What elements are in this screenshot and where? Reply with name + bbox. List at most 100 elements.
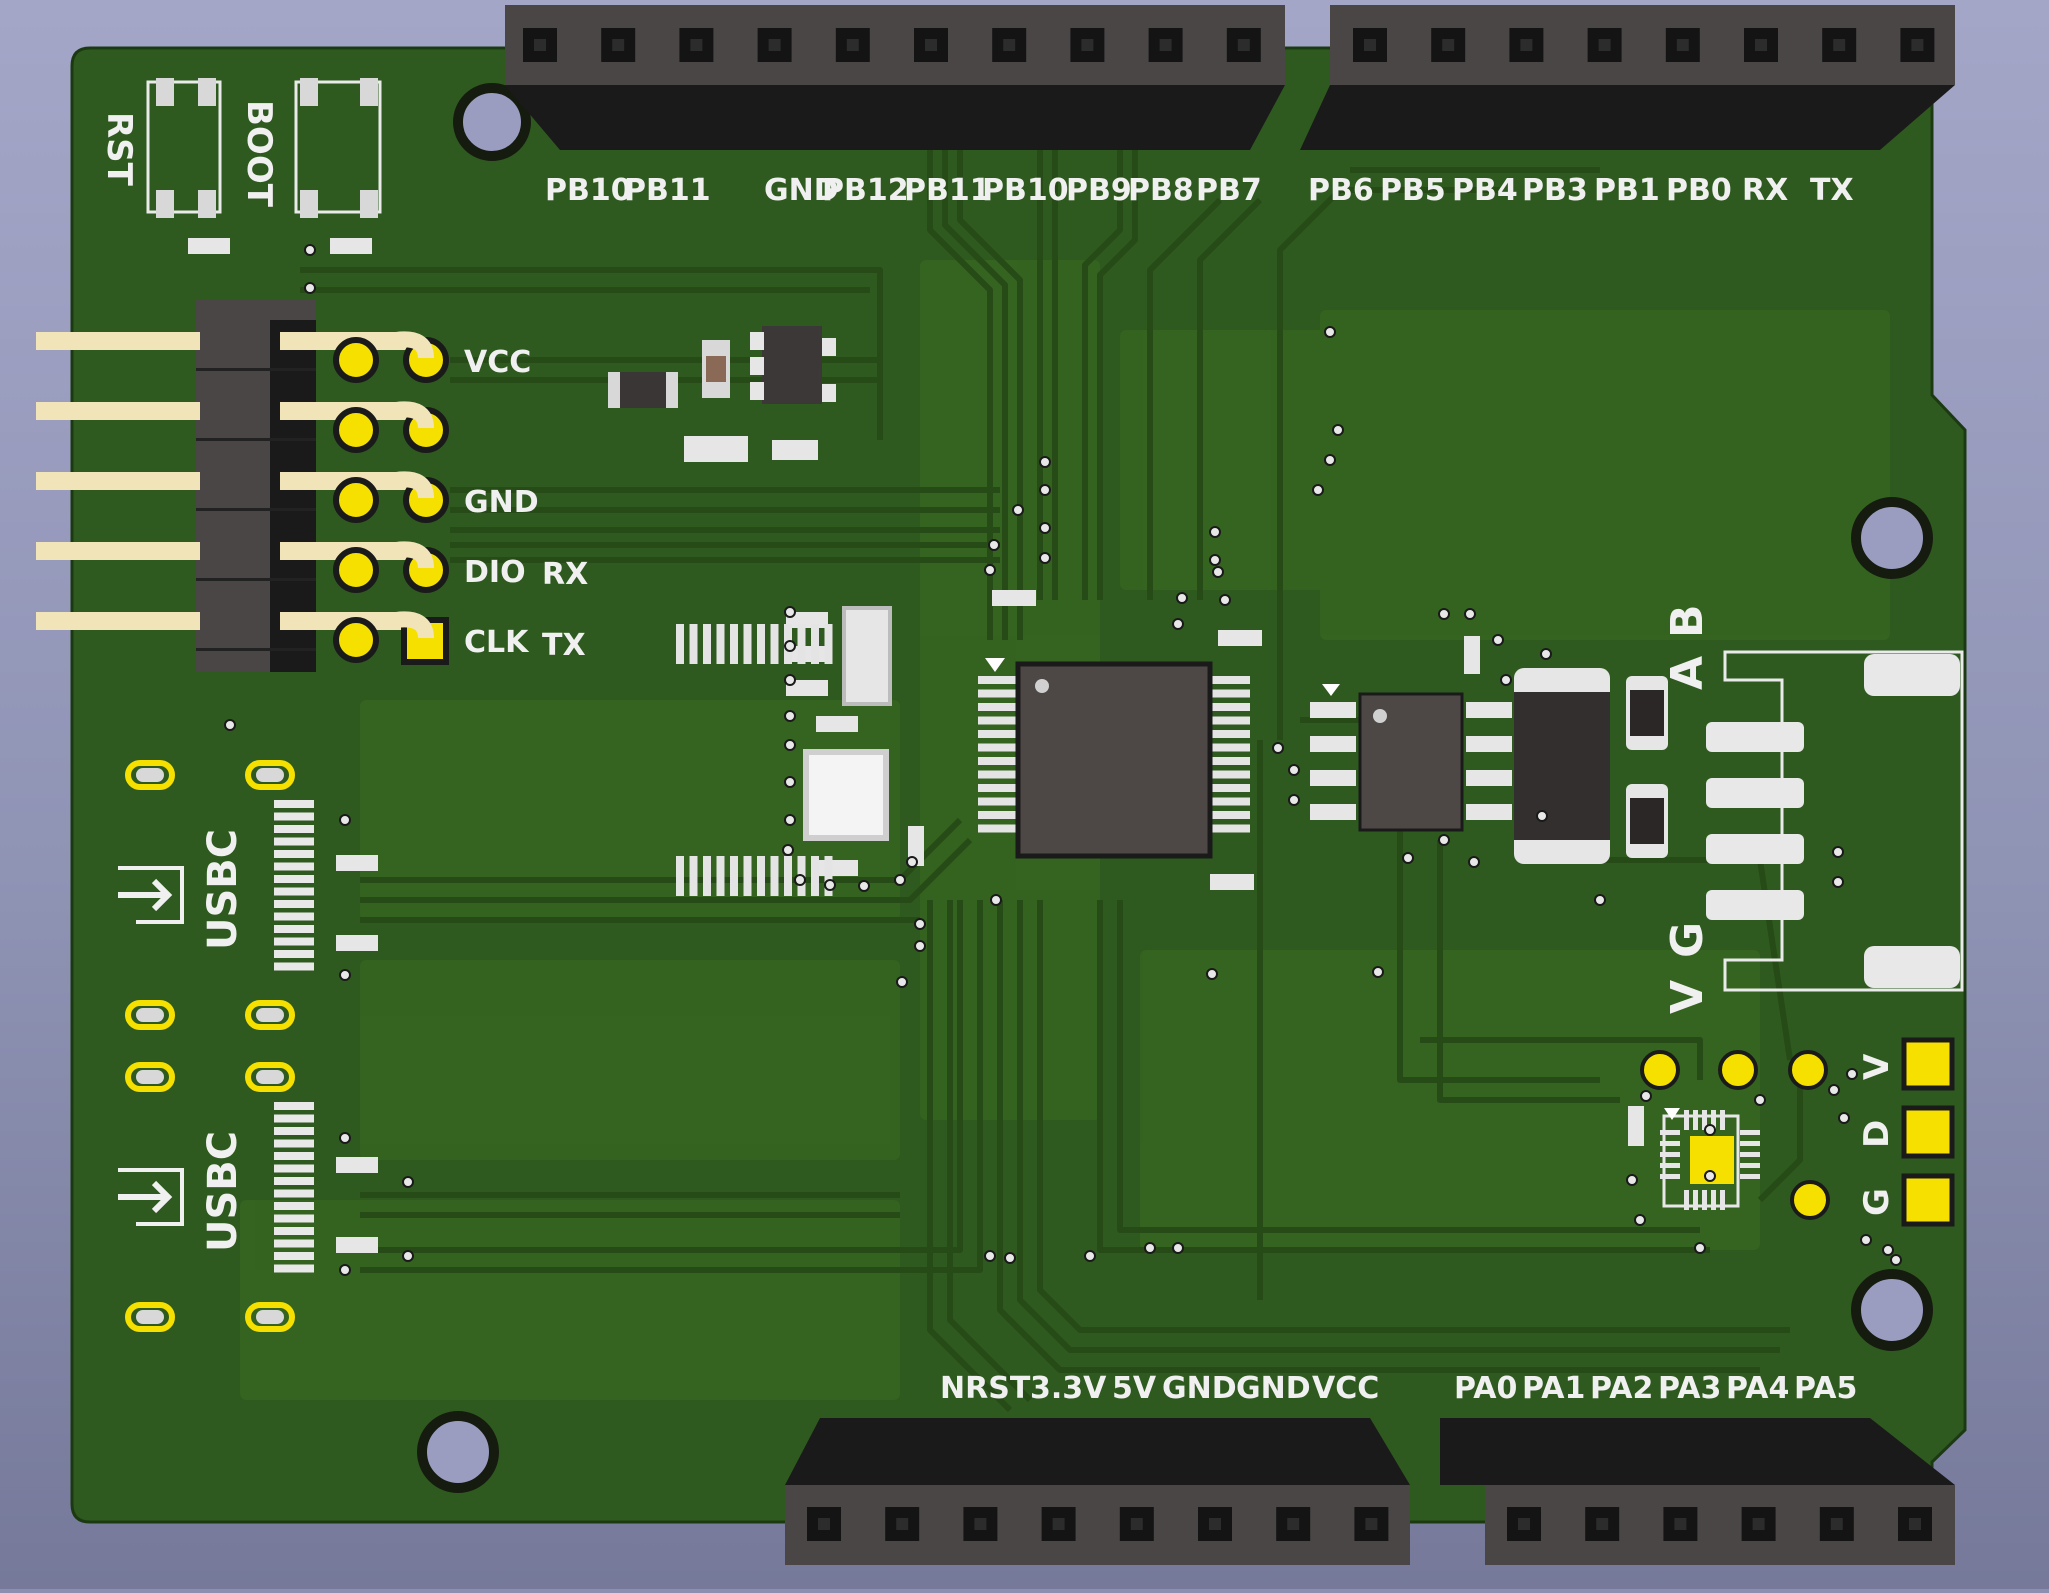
top-header-label-tx: TX [1810, 173, 1854, 208]
bottom-header-label-vcc: VCC [1312, 1371, 1379, 1406]
sensor-pin [1720, 1110, 1725, 1130]
mcu-pin [824, 624, 833, 664]
bottom-header-label-nrst: NRST [940, 1371, 1031, 1406]
prog-pad-outer [333, 337, 379, 383]
regulator-parts [608, 326, 836, 462]
via [1640, 1090, 1652, 1102]
prog-pin-bend [394, 611, 434, 639]
via [1846, 1068, 1858, 1080]
bottom-header-label-3.3v: 3.3V [1030, 1371, 1107, 1406]
usb-pin [274, 962, 314, 971]
via [784, 606, 796, 618]
boot-button[interactable] [294, 78, 382, 218]
top-header-label-pb3: PB3 [1522, 173, 1588, 208]
via [1209, 554, 1221, 566]
bottom-header-label-pa5: PA5 [1794, 1371, 1857, 1406]
header-socket-hole [1674, 1518, 1687, 1530]
bottom-header-label-pa3: PA3 [1658, 1371, 1721, 1406]
via [1468, 856, 1480, 868]
usb-pin [274, 1177, 314, 1185]
mcu-pin [730, 856, 738, 896]
top-header-label-pb10: PB10 [545, 173, 632, 208]
usb-pin [274, 862, 314, 871]
usb-shield-hole [256, 1070, 284, 1084]
sensor-pin [1702, 1190, 1707, 1210]
top-header-label-pb7: PB7 [1196, 173, 1262, 208]
mcu-pin [689, 856, 698, 896]
bottom-header-label-gnd: GND [1162, 1371, 1237, 1406]
header-socket-hole [1596, 1518, 1609, 1530]
vias [224, 244, 1902, 1276]
header-socket-hole [1442, 39, 1455, 51]
usb-shield-pad [125, 1302, 175, 1332]
header-socket-hole [1911, 39, 1924, 51]
mcu-pin [757, 856, 765, 896]
top-header-label-pb9: PB9 [1066, 173, 1132, 208]
via [1172, 1242, 1184, 1254]
rs485-b-label: B [1662, 604, 1713, 638]
via [1882, 1244, 1894, 1256]
usb-shield-hole [136, 1310, 164, 1324]
passives-mcu [992, 590, 1262, 890]
usb-pin [274, 1152, 314, 1160]
via [1288, 764, 1300, 776]
via [1219, 594, 1231, 606]
via [1464, 608, 1476, 620]
header-socket-hole [1755, 39, 1767, 51]
mcu-pin [978, 689, 1018, 698]
usb-pin [274, 1139, 314, 1148]
usb-arrow-icon [118, 866, 184, 924]
boot-label: BOOT [239, 100, 279, 208]
rst-button[interactable] [146, 78, 222, 218]
via [824, 879, 836, 891]
mcu-pin [978, 676, 1018, 684]
mcu-pin [811, 856, 819, 896]
prog-pad-outer [333, 407, 379, 453]
usb-pin [274, 837, 314, 846]
top-header-label-pb6: PB6 [1308, 173, 1374, 208]
via [339, 969, 351, 981]
bottom-header-label-pa0: PA0 [1454, 1371, 1517, 1406]
usb-shield-hole [136, 1008, 164, 1022]
bottom-header-left [785, 1418, 1410, 1565]
prog-pad-outer [333, 477, 379, 523]
header-socket-hole [1287, 1518, 1300, 1530]
mcu-pin [978, 797, 1018, 806]
header-socket-hole [1830, 1518, 1843, 1530]
via [784, 710, 796, 722]
sensor-pads: VDG [1857, 1037, 1955, 1227]
header-socket-hole [1209, 1518, 1221, 1530]
header-socket-hole [1052, 1518, 1065, 1530]
via [1209, 526, 1221, 538]
top-header-label-rx: RX [1742, 173, 1788, 208]
mcu-pin [689, 624, 698, 664]
usb-pin [274, 1202, 314, 1210]
usb-arrow-icon [118, 1180, 173, 1214]
mcu-pin [1210, 824, 1250, 833]
via [304, 282, 316, 294]
usb-c-port-2: USBC [118, 1062, 378, 1332]
header-socket-hole [846, 39, 859, 51]
header-socket-hole [925, 39, 937, 51]
mcu-pin [676, 624, 684, 664]
sensor-pin [1660, 1174, 1680, 1179]
sensor-pad-v [1901, 1037, 1955, 1091]
usb-cc-resistor [336, 1157, 378, 1173]
mcu-pin [978, 757, 1018, 765]
via [1860, 1234, 1872, 1246]
via [1838, 1112, 1850, 1124]
usb-shield-hole [136, 1070, 164, 1084]
prog-pin-shaft [36, 472, 200, 490]
usb-pin [274, 875, 314, 883]
via [858, 880, 870, 892]
prog-pin-shaft [36, 402, 200, 420]
via [1012, 504, 1024, 516]
via [339, 1132, 351, 1144]
usb-shield-pad [245, 1062, 295, 1092]
mcu-pin [1210, 703, 1250, 711]
mcu-pin [1210, 757, 1250, 765]
top-header-label-pb11: PB11 [904, 173, 991, 208]
header-socket-hole [1909, 1518, 1921, 1530]
via [1832, 876, 1844, 888]
